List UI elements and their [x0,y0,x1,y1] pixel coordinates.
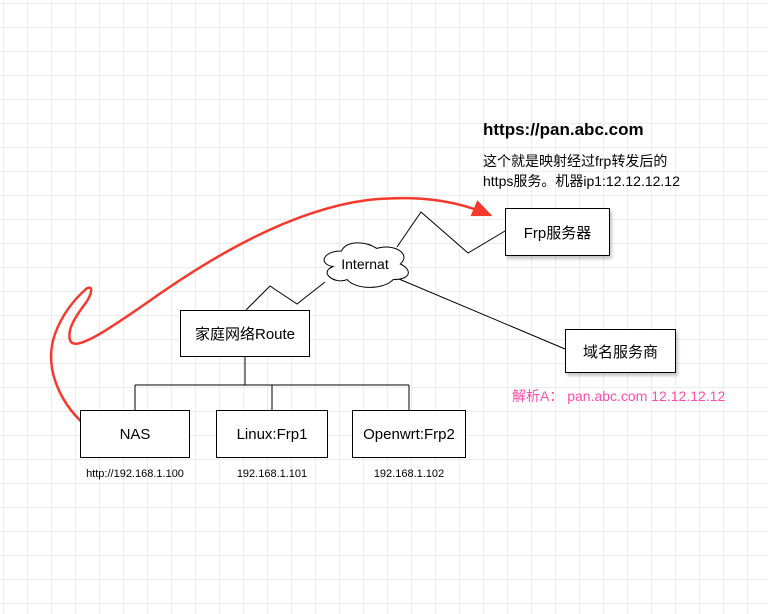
linux-ip-caption: 192.168.1.101 [236,468,308,480]
annotation-body: 这个就是映射经过frp转发后的 https服务。机器ip1:12.12.12.1… [483,151,680,191]
dns-provider-node[interactable]: 域名服务商 [565,329,676,373]
annotation-line2: https服务。机器ip1:12.12.12.12 [483,173,680,189]
annotation-line1: 这个就是映射经过frp转发后的 [483,153,668,169]
nas-ip-caption: http://192.168.1.100 [86,468,184,480]
frp-server-node-label: Frp服务器 [523,224,592,242]
linux-frp1-node-label: Linux:Frp1 [236,425,308,443]
internet-cloud-shape[interactable] [323,242,409,288]
edge-router-internet[interactable] [245,281,326,311]
annotation-title: https://pan.abc.com [483,120,644,139]
nas-node-label: NAS [119,425,151,443]
openwrt-frp2-node-label: Openwrt:Frp2 [363,425,455,443]
internet-cloud-label: Internat [341,256,389,272]
edge-internet-dns[interactable] [398,278,566,350]
dns-provider-node-label: 域名服务商 [582,343,658,361]
router-node[interactable]: 家庭网络Route [180,310,310,357]
router-node-label: 家庭网络Route [194,326,296,343]
frp-server-node[interactable]: Frp服务器 [505,208,610,256]
openwrt-ip-caption: 192.168.1.102 [373,468,445,480]
frp-arrow-path[interactable] [49,196,493,433]
nas-node[interactable]: NAS [80,410,190,458]
internet-cloud[interactable]: Internat [318,238,412,290]
openwrt-frp2-node[interactable]: Openwrt:Frp2 [352,410,466,458]
dns-resolution-note: 解析A： pan.abc.com 12.12.12.12 [512,388,726,404]
edge-internet-frp[interactable] [396,211,506,254]
linux-frp1-node[interactable]: Linux:Frp1 [216,410,328,458]
